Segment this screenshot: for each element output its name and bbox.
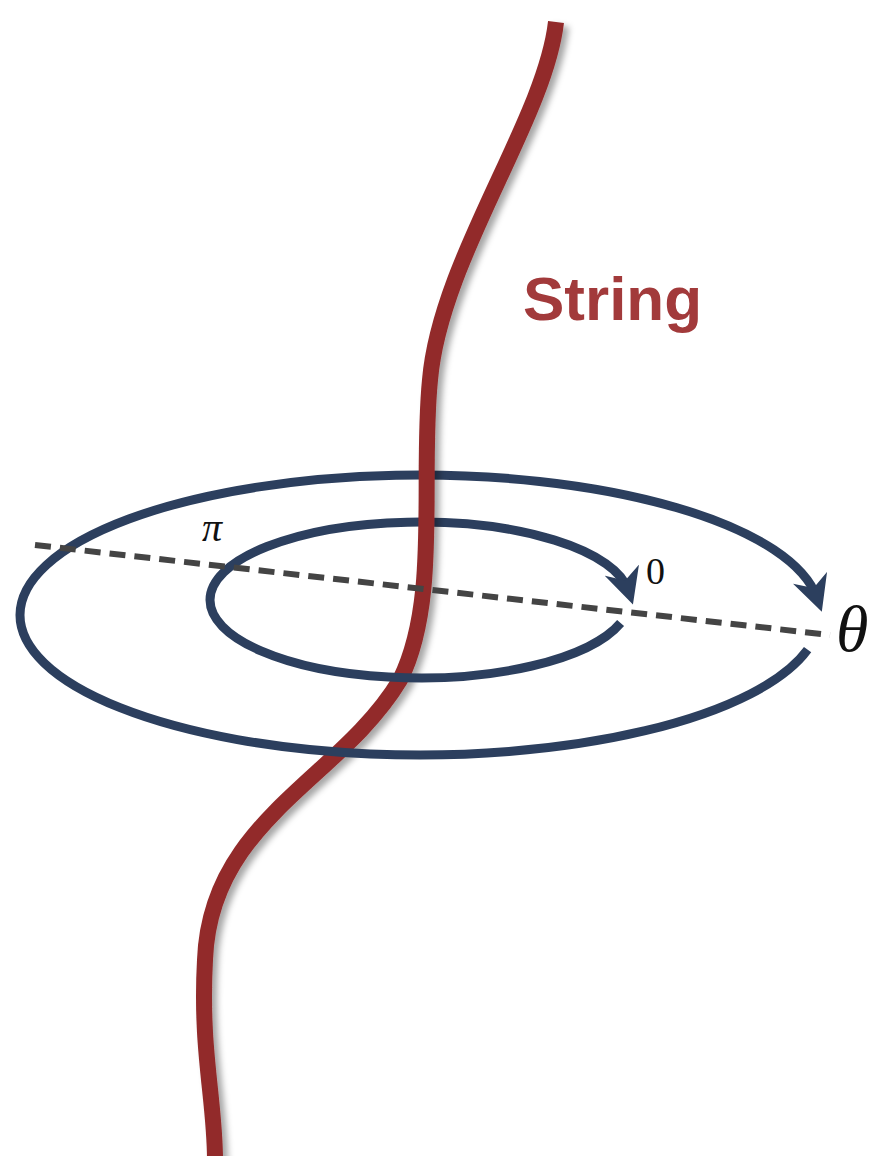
string-curve — [204, 22, 556, 1156]
string-label: String — [523, 268, 702, 330]
branch-cut-line — [35, 545, 830, 635]
outer-loop-front — [20, 615, 808, 755]
inner-loop-front — [210, 600, 621, 678]
angle-label: 0 — [646, 552, 665, 590]
angle-symbol: θ — [836, 596, 868, 662]
angle-label: π — [202, 508, 222, 548]
